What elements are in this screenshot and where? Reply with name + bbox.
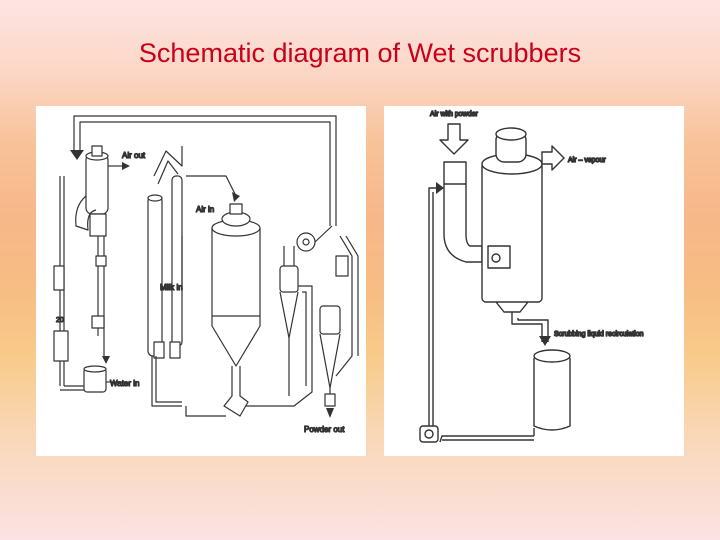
top-pipe-inner [79,121,331,226]
label-air-out: Air out [122,151,146,160]
bottom-pipe [64,376,87,387]
label-powder-out: Powder out [304,425,345,434]
label-air-vapour: Air – vapour [568,157,606,164]
drying-chamber [186,175,261,417]
label-air-with-powder: Air with powder [430,111,479,118]
label-scrubbing-liquid: Scrubbing liquid recirculation [554,331,644,338]
blower-fan [296,225,333,252]
cyclone-1 [279,246,299,396]
inlet-arrow [439,123,469,155]
label-number: 20 [56,317,64,324]
label-milk-in: Milk in [160,283,183,292]
recirculation-tank [533,349,571,431]
cyclone-2 [319,305,341,418]
label-air-in: Air in [196,205,214,214]
scrubber-vessel [481,127,543,318]
pump [419,425,439,443]
recirculation-pipe [511,318,551,346]
top-pipe [73,115,337,226]
outlet-arrow [541,145,565,171]
label-water-in: Water in [110,379,140,388]
pipe-arrow-down [70,150,84,160]
page-title: Schematic diagram of Wet scrubbers [138,38,582,68]
spray-dryer-schematic: Air out Air in Milk in Water in Powder o… [36,106,366,456]
milk-heater [147,146,183,359]
wet-scrubber-schematic: Air with powder Air – vapour Scrubbing l… [384,106,684,456]
inlet-duct [443,161,483,263]
